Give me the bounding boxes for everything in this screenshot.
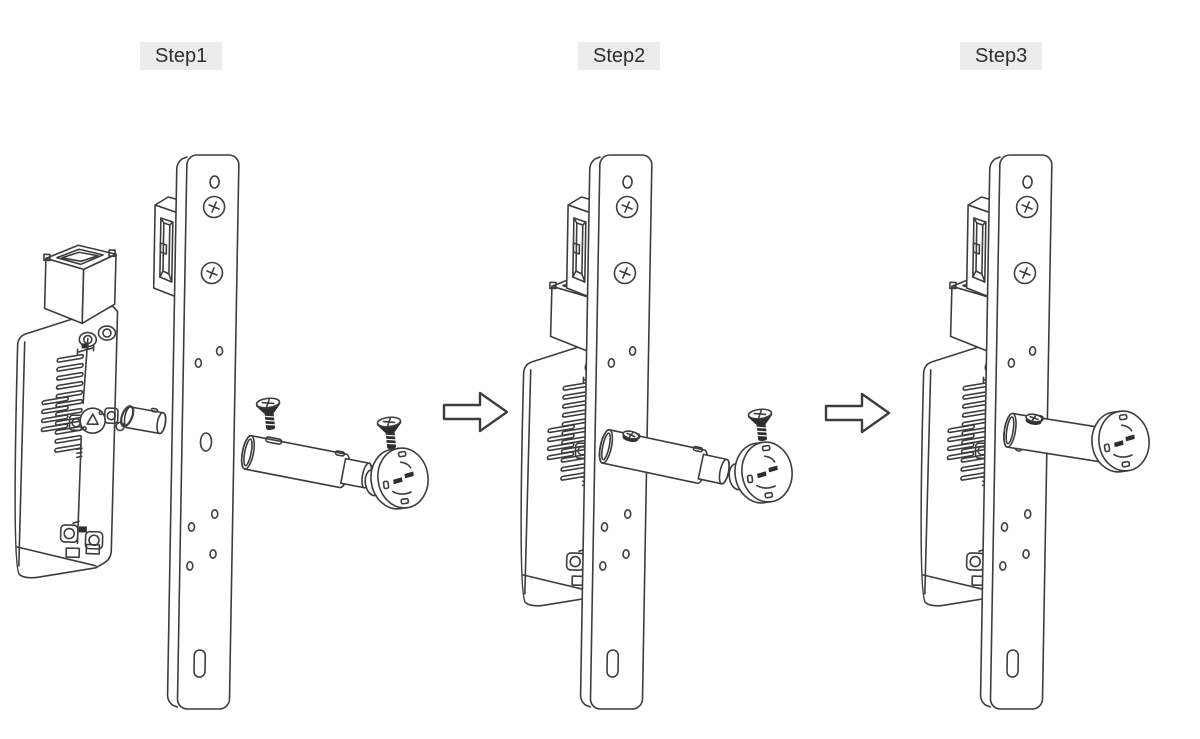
end-cap-installed-drawing [1087, 407, 1154, 476]
countersunk-screw-icon [747, 407, 776, 443]
end-cap-drawing [725, 439, 796, 507]
step2-drawing [516, 154, 796, 710]
end-cap-drawing [361, 445, 432, 513]
retaining-pin-drawing [114, 401, 169, 440]
step1-label: Step1 [140, 42, 223, 70]
step3-label: Step3 [960, 42, 1043, 70]
countersunk-screw-icon [376, 415, 405, 451]
arrow-right-icon [442, 391, 509, 433]
step2-label: Step2 [578, 42, 661, 70]
spindle-shaft-drawing [238, 431, 376, 494]
lock-body-drawing [10, 242, 124, 581]
step1-drawing [10, 154, 432, 710]
countersunk-screw-icon [255, 396, 284, 432]
arrow-right-icon [824, 392, 891, 434]
step3-drawing [916, 154, 1154, 710]
